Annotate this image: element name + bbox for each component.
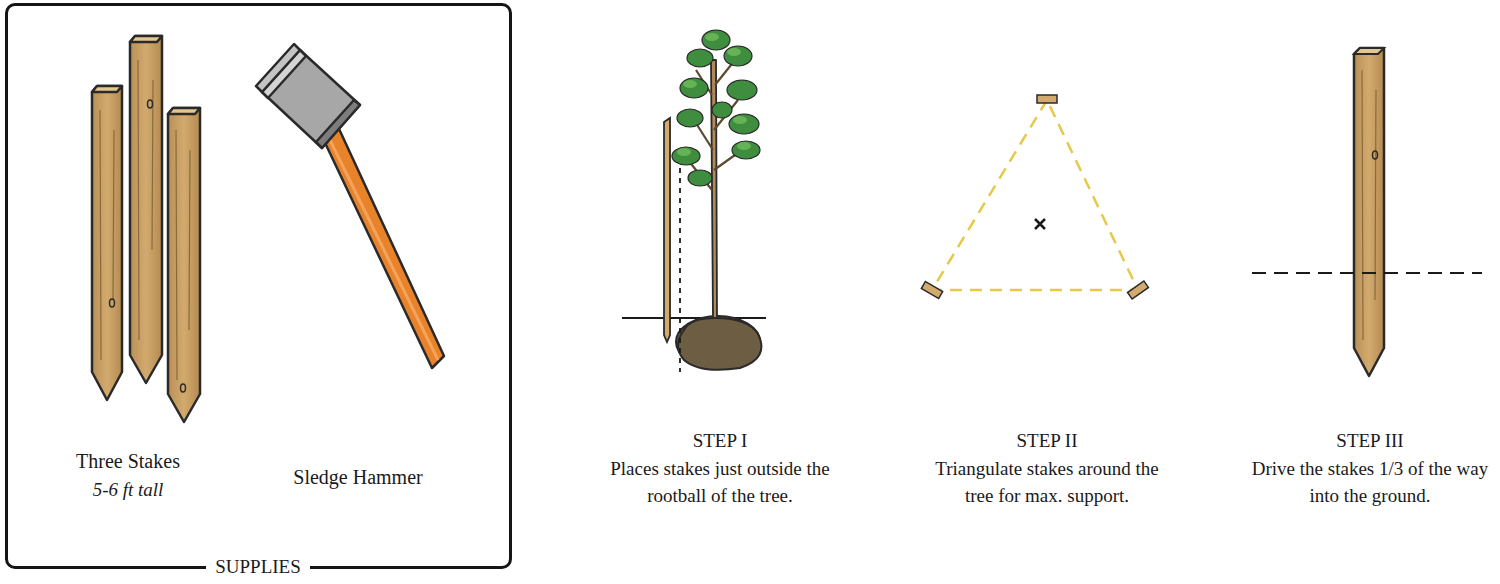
supply-size: 5-6 ft tall xyxy=(93,478,164,503)
stake xyxy=(130,36,162,383)
triangle-outline xyxy=(932,100,1138,290)
stake-depth xyxy=(1252,48,1482,376)
tree-position-mark xyxy=(1035,219,1045,229)
ground-line xyxy=(622,317,766,319)
tree-planting xyxy=(622,30,766,372)
stake xyxy=(92,86,122,400)
sledge-hammer xyxy=(256,44,444,368)
step-text: Places stakes just outside the rootball … xyxy=(600,456,840,510)
step-text: Drive the stakes 1/3 of the way into the… xyxy=(1250,456,1490,510)
stake-group xyxy=(92,36,200,422)
stake-top xyxy=(130,36,162,42)
stake-top xyxy=(168,108,200,114)
stake xyxy=(168,108,200,422)
step-number: STEP II xyxy=(922,428,1172,455)
stake xyxy=(664,118,670,342)
step-number: STEP III xyxy=(1250,428,1490,455)
tree xyxy=(672,30,760,318)
stake-top xyxy=(921,282,942,299)
ground-level-line xyxy=(1252,272,1482,274)
stake-top xyxy=(1037,95,1057,103)
step-text: Triangulate stakes around the tree for m… xyxy=(922,456,1172,510)
stake-top xyxy=(1128,281,1149,299)
supply-label: Three Stakes xyxy=(76,448,180,474)
supplies-box: Three Stakes5-6 ft tallSledge HammerSUPP… xyxy=(5,3,512,569)
box-heading: SUPPLIES xyxy=(206,555,310,580)
triangulation xyxy=(921,95,1148,299)
stake xyxy=(1354,48,1384,376)
supply-label: Sledge Hammer xyxy=(293,464,422,490)
step-number: STEP I xyxy=(600,428,840,455)
rootball-edge-line xyxy=(679,168,681,372)
hammer-handle xyxy=(318,118,444,368)
stake-top xyxy=(92,86,122,92)
